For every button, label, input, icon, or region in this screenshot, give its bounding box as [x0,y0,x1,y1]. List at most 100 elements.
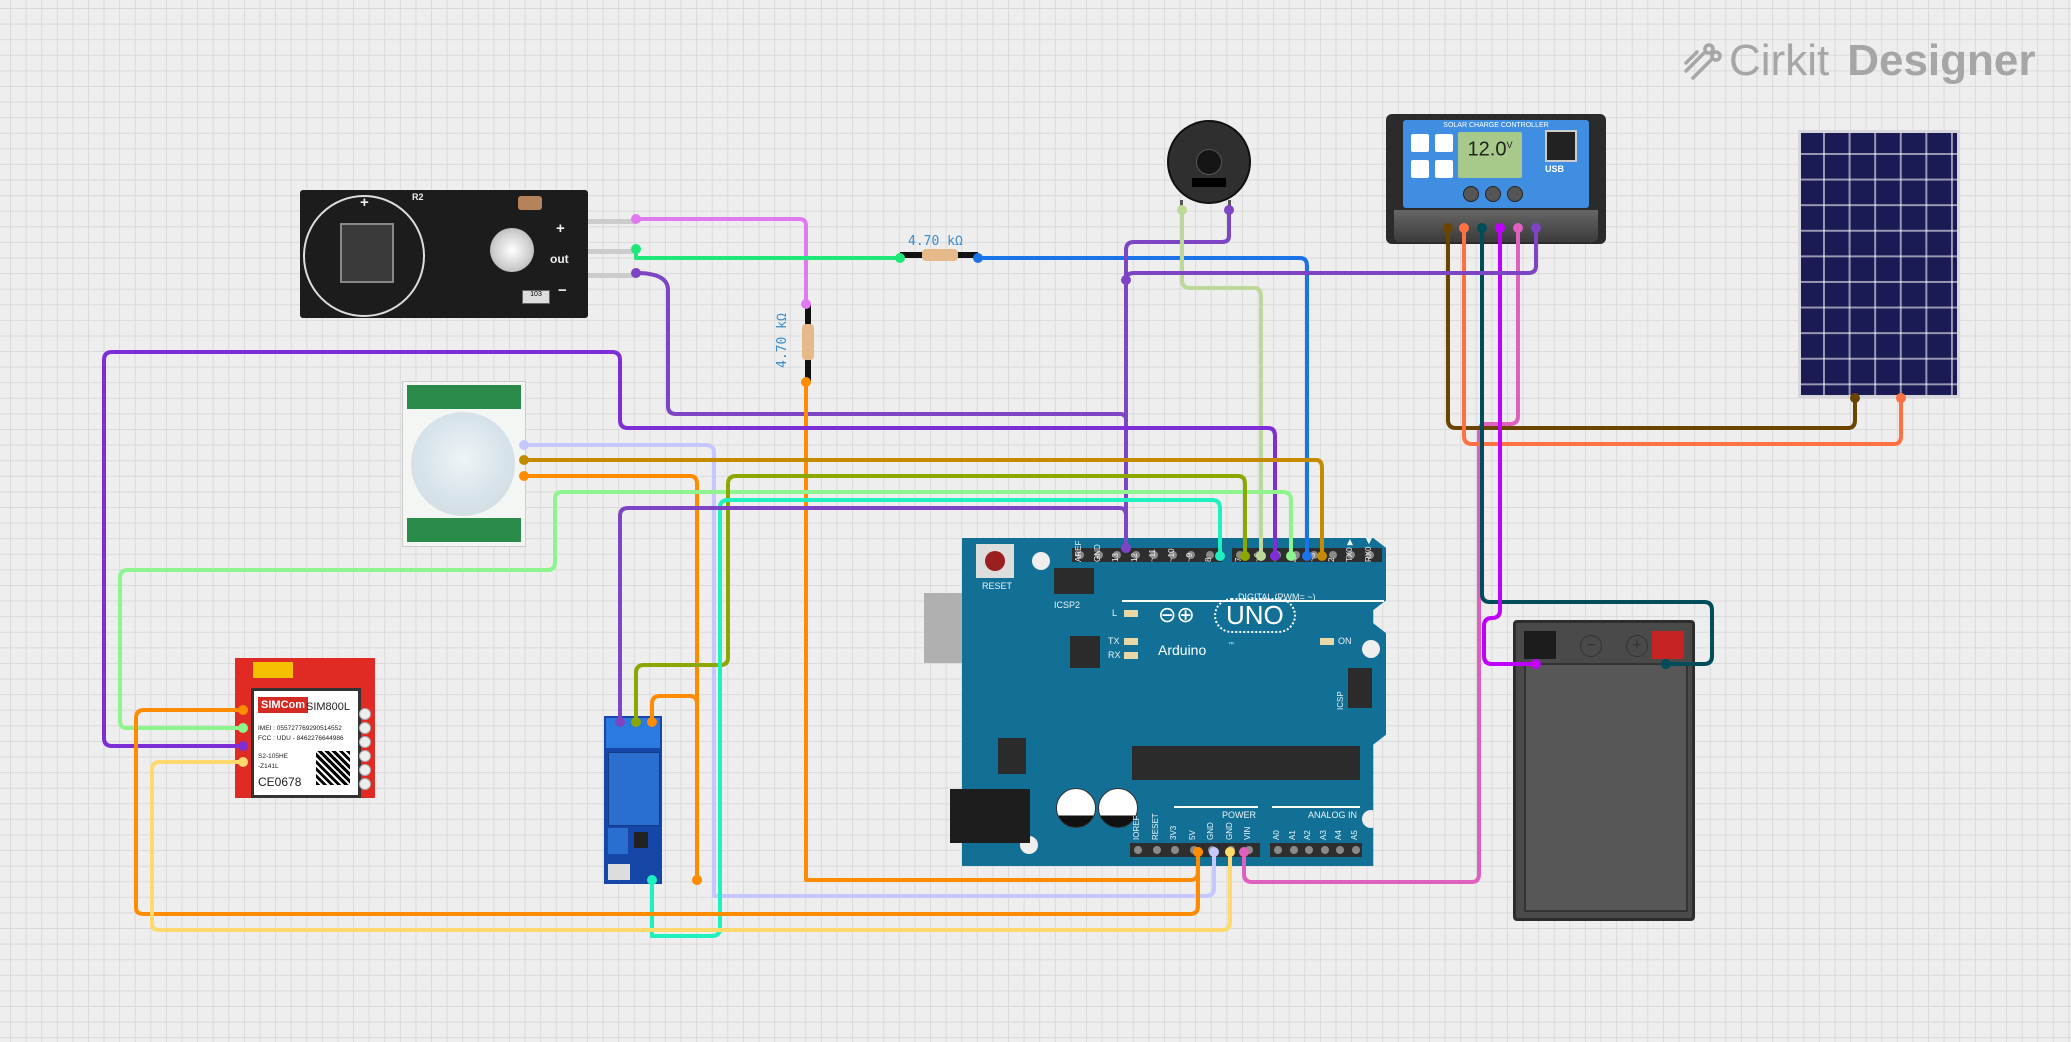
wire-vin[interactable] [1242,226,1520,884]
terminal-block [1394,210,1598,242]
wire-relay-in[interactable] [634,474,1247,724]
header-pin[interactable] [1274,846,1282,854]
header-pin[interactable] [1310,551,1318,559]
wire-scc-solar-pos[interactable] [1462,226,1903,446]
header-pin[interactable] [1305,846,1313,854]
resistor-vertical[interactable] [802,304,814,382]
resistor-body [922,249,958,261]
header-pin[interactable] [1094,551,1103,559]
wire-buzzer-d6[interactable] [1180,208,1263,558]
buzzer-label-bar [1192,178,1226,187]
pin-label: 7 [1234,557,1243,562]
temperature-sensor-module[interactable]: + R2 + out − 103 [300,190,588,318]
wire-temp-plus[interactable] [634,217,808,306]
header-pin[interactable] [1289,846,1298,854]
pir-pcb-top [407,385,521,409]
header-pin[interactable] [1150,551,1158,559]
logo-text-bold: Designer [1847,36,2036,85]
sim-fcc: FCC : UDU - 8462276644986 [258,735,344,742]
reset-button[interactable] [976,544,1014,578]
header-pin[interactable] [1134,846,1142,854]
led-rx [1124,652,1138,659]
sim-ce: CE0678 [258,775,302,789]
c1-capacitor [518,196,542,210]
wire-sim-gnd2[interactable] [150,760,1232,932]
wire-scc-bat-pos[interactable] [1480,226,1714,666]
piezo-buzzer[interactable] [1167,120,1251,204]
led-on-label: ON [1338,636,1352,646]
pin-label: A3 [1318,830,1328,840]
header-pin[interactable] [1336,846,1344,854]
wire-buzzer-gnd[interactable] [1124,208,1231,550]
simcom-logo: SIMCom [258,697,309,713]
ds18b20-chip [340,223,394,283]
tm-mark: ™ [1228,642,1234,648]
wire-relay-gnd[interactable] [618,506,1128,724]
led-tx-label: TX [1108,636,1120,646]
wire-relay-vcc[interactable] [650,694,699,882]
wire-scc-solar-neg[interactable] [1446,226,1857,430]
wire-resistor-d3[interactable] [976,256,1309,558]
header-pin[interactable] [1171,846,1179,854]
pir-motion-sensor[interactable] [402,381,526,547]
divider [1122,600,1384,602]
menu-button[interactable] [1463,186,1479,202]
battery-12v[interactable]: − + [1513,620,1695,921]
header-pin[interactable] [1347,551,1355,559]
header-pin[interactable] [1351,846,1360,854]
pin-label: A0 [1272,830,1281,840]
header-pin[interactable] [1131,551,1140,559]
pin-label: A4 [1334,830,1343,840]
led-rx-label: RX [1108,650,1121,660]
timer-ic [634,832,648,848]
buzzer-center [1196,149,1222,175]
relay-module[interactable] [604,716,662,884]
wire-sim-vcc[interactable] [134,708,1200,916]
sim800l-gsm-module[interactable]: SIMCom SIM800L IMEI : 055727769290514552… [235,658,375,798]
pir-pcb-bottom [407,518,521,542]
usb-chip [1070,636,1100,668]
wire-scc-bat-neg[interactable] [1482,226,1538,666]
wire-pir-vcc[interactable] [522,443,1216,898]
wire-temp-out[interactable] [634,247,902,260]
set-voltage-icon [1435,134,1453,152]
pin-label: ~10 [1166,548,1176,562]
power-label: POWER [1222,810,1257,820]
icsp2-header [1054,568,1094,594]
atmega328p-chip [1132,746,1360,780]
wire-pir-gnd[interactable] [522,474,699,882]
wire-relay-d8[interactable] [650,498,1222,938]
header-pin[interactable] [1076,551,1084,559]
header-pin[interactable] [1365,551,1374,559]
pin-label: 4 [1289,557,1299,562]
capacitor [1098,788,1138,828]
sensor-outline [303,195,425,317]
solar-panel[interactable] [1798,130,1960,398]
header-pin[interactable] [1113,551,1121,559]
down-button[interactable] [1507,186,1523,202]
header-pin[interactable] [1320,846,1329,854]
pin-label: GND [1206,822,1215,840]
wire-sim-gnd[interactable] [102,350,1277,748]
usb-label: USB [1545,164,1565,174]
wire-sim-rx[interactable] [118,490,1293,730]
header-pin[interactable] [1187,551,1195,559]
up-button[interactable] [1485,186,1501,202]
header-pin[interactable] [1168,551,1177,559]
pin-label: TX0 ▶ 1 [1345,532,1354,562]
resistor-horizontal[interactable] [900,249,978,261]
wire-pir-out[interactable] [522,458,1324,558]
header-pin[interactable] [1152,846,1161,854]
sim800l-chip: SIMCom SIM800L IMEI : 055727769290514552… [251,688,361,798]
header-pin[interactable] [1245,846,1253,854]
pad [359,750,371,762]
pad [359,778,371,790]
analog-label: ANALOG IN [1308,810,1358,820]
header-pin[interactable] [1205,551,1214,559]
solar-charge-controller[interactable]: SOLAR CHARGE CONTROLLER 12.0V USB [1386,114,1606,244]
pin-label: 13 [1111,553,1120,562]
usb-port [1545,130,1577,162]
header-pin[interactable] [1328,551,1337,559]
digital-label: DIGITAL (PWM= ~) [1238,592,1316,602]
